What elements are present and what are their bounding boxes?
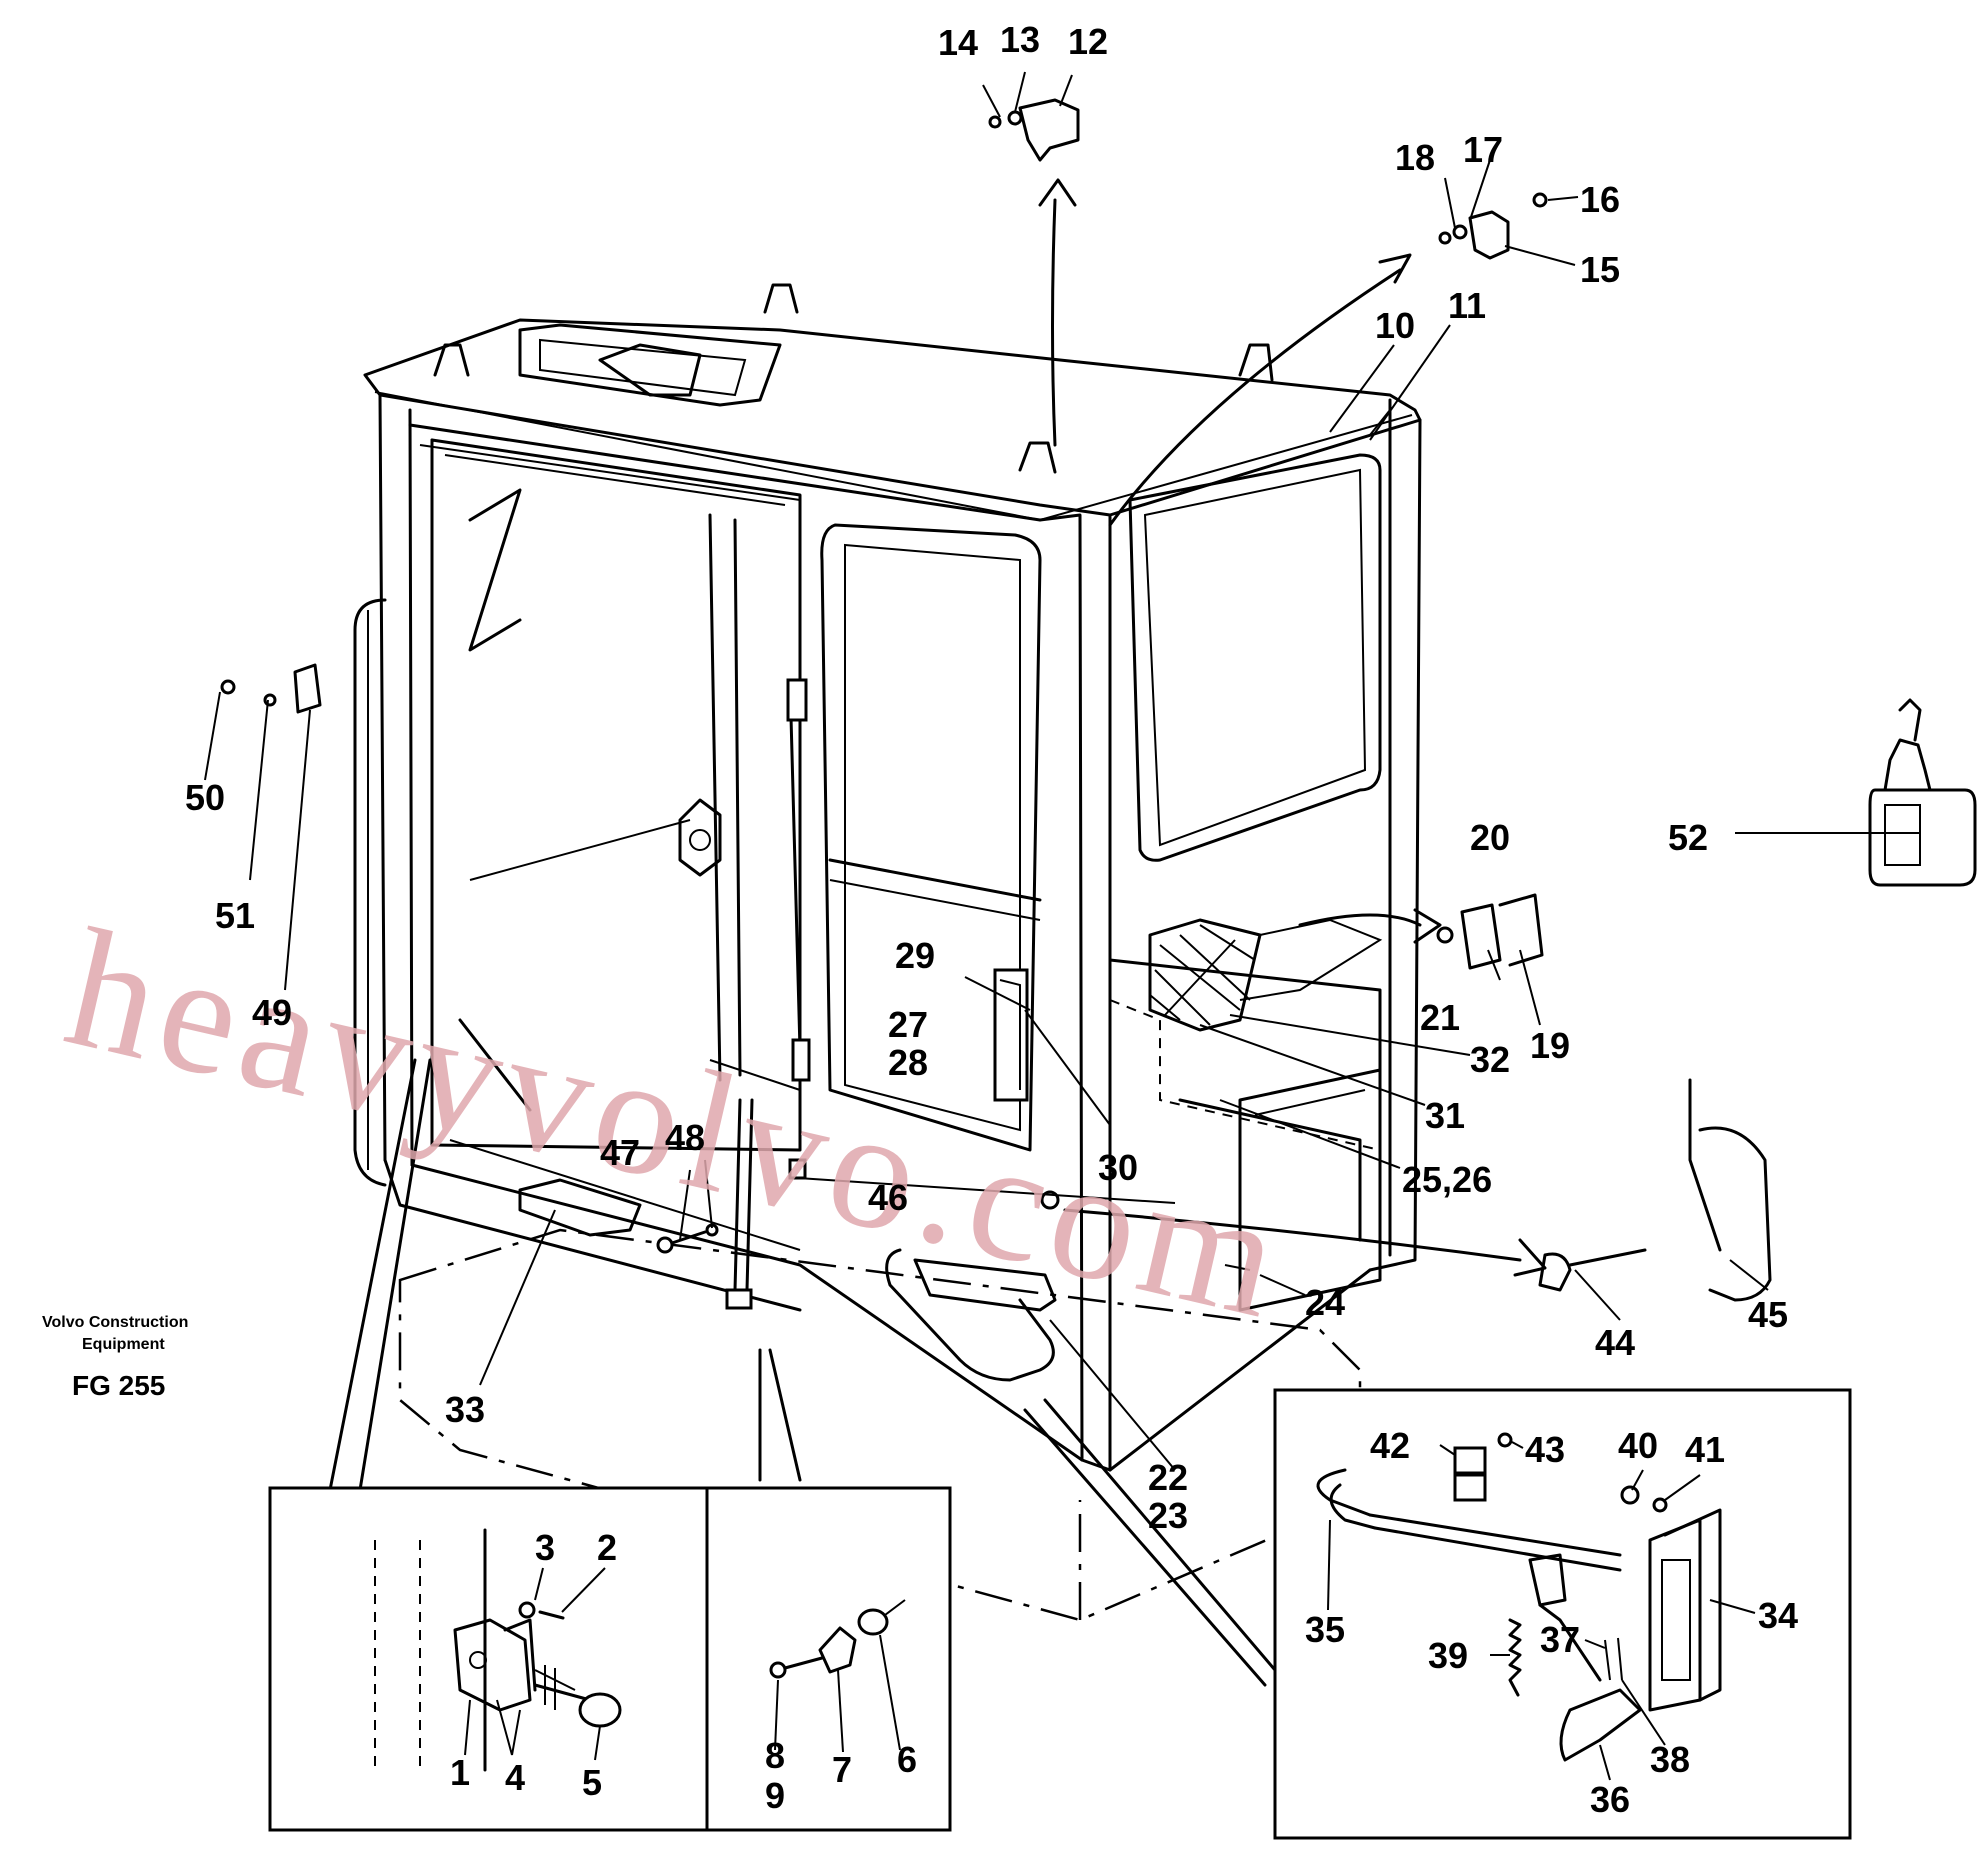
callout-10: 10 (1375, 305, 1415, 346)
callout-16: 16 (1580, 179, 1620, 220)
callout-46: 46 (868, 1177, 908, 1218)
callout-21: 21 (1420, 997, 1460, 1038)
callout-51: 51 (215, 895, 255, 936)
callout-41: 41 (1685, 1429, 1725, 1470)
callout-35: 35 (1305, 1609, 1345, 1650)
callout-24: 24 (1305, 1282, 1345, 1323)
callout-20: 20 (1470, 817, 1510, 858)
callout-2: 2 (597, 1527, 617, 1568)
inset-middle (705, 1486, 952, 1832)
callout-25-26: 25,26 (1402, 1159, 1492, 1200)
inset-left (268, 1486, 709, 1832)
callout-33: 33 (445, 1389, 485, 1430)
callout-48: 48 (665, 1117, 705, 1158)
leader-arrows (1038, 178, 1547, 1277)
callout-43: 43 (1525, 1429, 1565, 1470)
figure-code: FG 255 (72, 1370, 165, 1401)
cab-frame (353, 283, 1422, 1622)
callout-8: 8 (765, 1735, 785, 1776)
callout-13: 13 (1000, 19, 1040, 60)
parts-top (220, 98, 1977, 1302)
callout-7: 7 (832, 1749, 852, 1790)
callout-17: 17 (1463, 129, 1503, 170)
callout-15: 15 (1580, 249, 1620, 290)
callout-37: 37 (1540, 1619, 1580, 1660)
callout-11: 11 (1448, 285, 1486, 326)
callout-6: 6 (897, 1739, 917, 1780)
callout-labels: 14 13 12 18 17 16 15 10 11 50 51 49 52 2… (185, 19, 1798, 1820)
callout-14: 14 (938, 22, 978, 63)
callout-47: 47 (600, 1132, 640, 1173)
callout-40: 40 (1618, 1425, 1658, 1466)
callout-9: 9 (765, 1775, 785, 1816)
callout-22: 22 (1148, 1457, 1188, 1498)
brand-line-2: Equipment (82, 1336, 165, 1353)
callout-31: 31 (1425, 1095, 1465, 1136)
callout-38: 38 (1650, 1739, 1690, 1780)
callout-27: 27 (888, 1004, 928, 1045)
callout-28: 28 (888, 1042, 928, 1083)
callout-34: 34 (1758, 1595, 1798, 1636)
callout-3: 3 (535, 1527, 555, 1568)
callout-5: 5 (582, 1762, 602, 1803)
callout-18: 18 (1395, 137, 1435, 178)
callout-49: 49 (252, 992, 292, 1033)
callout-50: 50 (185, 777, 225, 818)
callout-29: 29 (895, 935, 935, 976)
inset-right (1273, 1388, 1852, 1840)
callout-39: 39 (1428, 1635, 1468, 1676)
leader-lines (204, 71, 1920, 1687)
callout-45: 45 (1748, 1294, 1788, 1335)
callout-52: 52 (1668, 817, 1708, 858)
callout-12: 12 (1068, 21, 1108, 62)
callout-36: 36 (1590, 1779, 1630, 1820)
callout-1: 1 (450, 1752, 470, 1793)
callout-32: 32 (1470, 1039, 1510, 1080)
callout-30: 30 (1098, 1147, 1138, 1188)
callout-19: 19 (1530, 1025, 1570, 1066)
brand-line-1: Volvo Construction (42, 1314, 188, 1331)
callout-44: 44 (1595, 1322, 1635, 1363)
callout-4: 4 (505, 1757, 525, 1798)
callout-42: 42 (1370, 1425, 1410, 1466)
callout-23: 23 (1148, 1495, 1188, 1536)
